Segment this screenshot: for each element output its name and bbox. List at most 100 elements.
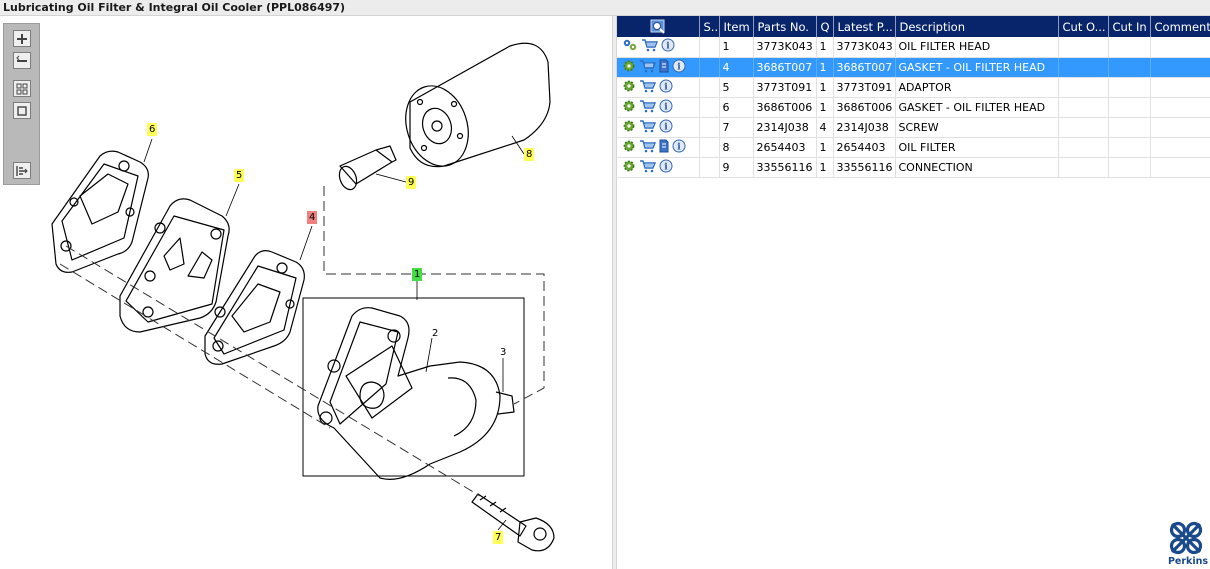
column-header-status[interactable]: S.. [699, 16, 720, 37]
callout-7[interactable]: 7 [493, 531, 504, 544]
callout-8[interactable]: 8 [524, 148, 535, 161]
column-header-description[interactable]: Description [895, 16, 1059, 37]
perkins-logo: Perkins [1167, 520, 1208, 567]
column-header-qty[interactable]: Q [816, 16, 834, 37]
cell-qty: 1 [816, 97, 834, 118]
gear-icon[interactable] [622, 99, 636, 116]
assembly-frame [302, 297, 525, 477]
column-header-item[interactable]: Item [719, 16, 754, 37]
zoom-out-button[interactable] [13, 52, 31, 69]
column-header-comment[interactable]: Comment [1150, 16, 1210, 37]
cart-icon[interactable] [639, 159, 656, 176]
zoom-reset-button[interactable] [13, 102, 31, 119]
panel-arrow-icon [16, 165, 28, 176]
zoom-fit-button[interactable] [13, 80, 31, 97]
cell-item: 9 [719, 157, 754, 178]
callout-6[interactable]: 6 [147, 123, 158, 136]
cell-parts-no: 3773K043 [753, 37, 817, 58]
info-icon[interactable]: i [672, 59, 686, 76]
info-icon[interactable]: i [672, 139, 686, 156]
zoom-in-icon [17, 33, 27, 44]
column-header-latest-part[interactable]: Latest P... [833, 16, 896, 37]
column-header-cut-out[interactable]: Cut O... [1058, 16, 1109, 37]
cell-parts-no: 3686T007 [753, 57, 817, 78]
cell-description: GASKET - OIL FILTER HEAD [895, 57, 1059, 78]
screw-7-drawing [471, 493, 555, 552]
info-icon[interactable]: i [659, 99, 673, 116]
cart-icon[interactable] [639, 139, 656, 156]
pane-splitter[interactable] [612, 16, 617, 569]
cell-description: GASKET - OIL FILTER HEAD [895, 97, 1059, 118]
callout-4[interactable]: 4 [307, 211, 318, 224]
callout-1[interactable]: 1 [412, 268, 423, 281]
diagram-pane[interactable]: 6 5 4 1 2 3 7 8 9 [0, 16, 612, 569]
search-parts-icon [650, 19, 665, 34]
cell-description: SCREW [895, 117, 1059, 138]
gear-icon[interactable] [622, 139, 636, 156]
column-header-tools[interactable] [617, 16, 700, 37]
cell-latest-part: 3773T091 [833, 77, 896, 98]
column-header-parts-no[interactable]: Parts No. [753, 16, 817, 37]
callout-9[interactable]: 9 [406, 176, 417, 189]
info-icon[interactable]: i [661, 38, 675, 55]
gears-icon[interactable] [622, 38, 638, 55]
cart-icon[interactable] [639, 79, 656, 96]
cell-latest-part: 2314J038 [833, 117, 896, 138]
cell-latest-part: 2654403 [833, 137, 896, 158]
cell-item: 8 [719, 137, 754, 158]
cell-cut-out [1058, 117, 1109, 138]
cell-status [699, 157, 720, 178]
toggle-panel-button[interactable] [13, 162, 31, 179]
gear-icon[interactable] [622, 59, 636, 76]
cell-cut-in [1108, 137, 1151, 158]
cell-parts-no: 2654403 [753, 137, 817, 158]
window-title: Lubricating Oil Filter & Integral Oil Co… [3, 1, 346, 14]
cart-icon[interactable] [641, 38, 658, 55]
zoom-toolbar [3, 23, 40, 185]
cell-cut-out [1058, 77, 1109, 98]
exploded-parts-diagram [51, 42, 555, 552]
cell-cut-in [1108, 37, 1151, 58]
svg-text:i: i [664, 122, 668, 132]
svg-text:i: i [666, 42, 670, 52]
callout-3[interactable]: 3 [500, 347, 507, 358]
cell-comment [1150, 37, 1210, 58]
cell-cut-out [1058, 57, 1109, 78]
info-icon[interactable]: i [659, 119, 673, 136]
cart-icon[interactable] [639, 59, 656, 76]
title-bar: Lubricating Oil Filter & Integral Oil Co… [0, 0, 1210, 16]
callout-2[interactable]: 2 [432, 328, 439, 339]
gear-icon[interactable] [622, 159, 636, 176]
cell-latest-part: 3686T006 [833, 97, 896, 118]
cell-qty: 1 [816, 37, 834, 58]
gear-icon[interactable] [622, 119, 636, 136]
cell-comment [1150, 137, 1210, 158]
column-header-cut-in[interactable]: Cut In [1108, 16, 1151, 37]
document-icon[interactable] [659, 59, 669, 76]
zoom-out-icon [16, 55, 27, 62]
info-icon[interactable]: i [659, 79, 673, 96]
cell-cut-in [1108, 117, 1151, 138]
info-icon[interactable]: i [659, 159, 673, 176]
document-icon[interactable] [659, 139, 669, 156]
cart-icon[interactable] [639, 99, 656, 116]
zoom-in-button[interactable] [13, 30, 31, 47]
gear-icon[interactable] [622, 79, 636, 96]
cell-item: 5 [719, 77, 754, 98]
cell-comment [1150, 117, 1210, 138]
cell-parts-no: 3773T091 [753, 77, 817, 98]
oil-filter-8-drawing [405, 42, 551, 168]
cell-cut-out [1058, 137, 1109, 158]
cart-icon[interactable] [639, 119, 656, 136]
cell-qty: 1 [816, 157, 834, 178]
cell-description: ADAPTOR [895, 77, 1059, 98]
callout-5[interactable]: 5 [234, 169, 245, 182]
row-actions: i [617, 77, 700, 98]
